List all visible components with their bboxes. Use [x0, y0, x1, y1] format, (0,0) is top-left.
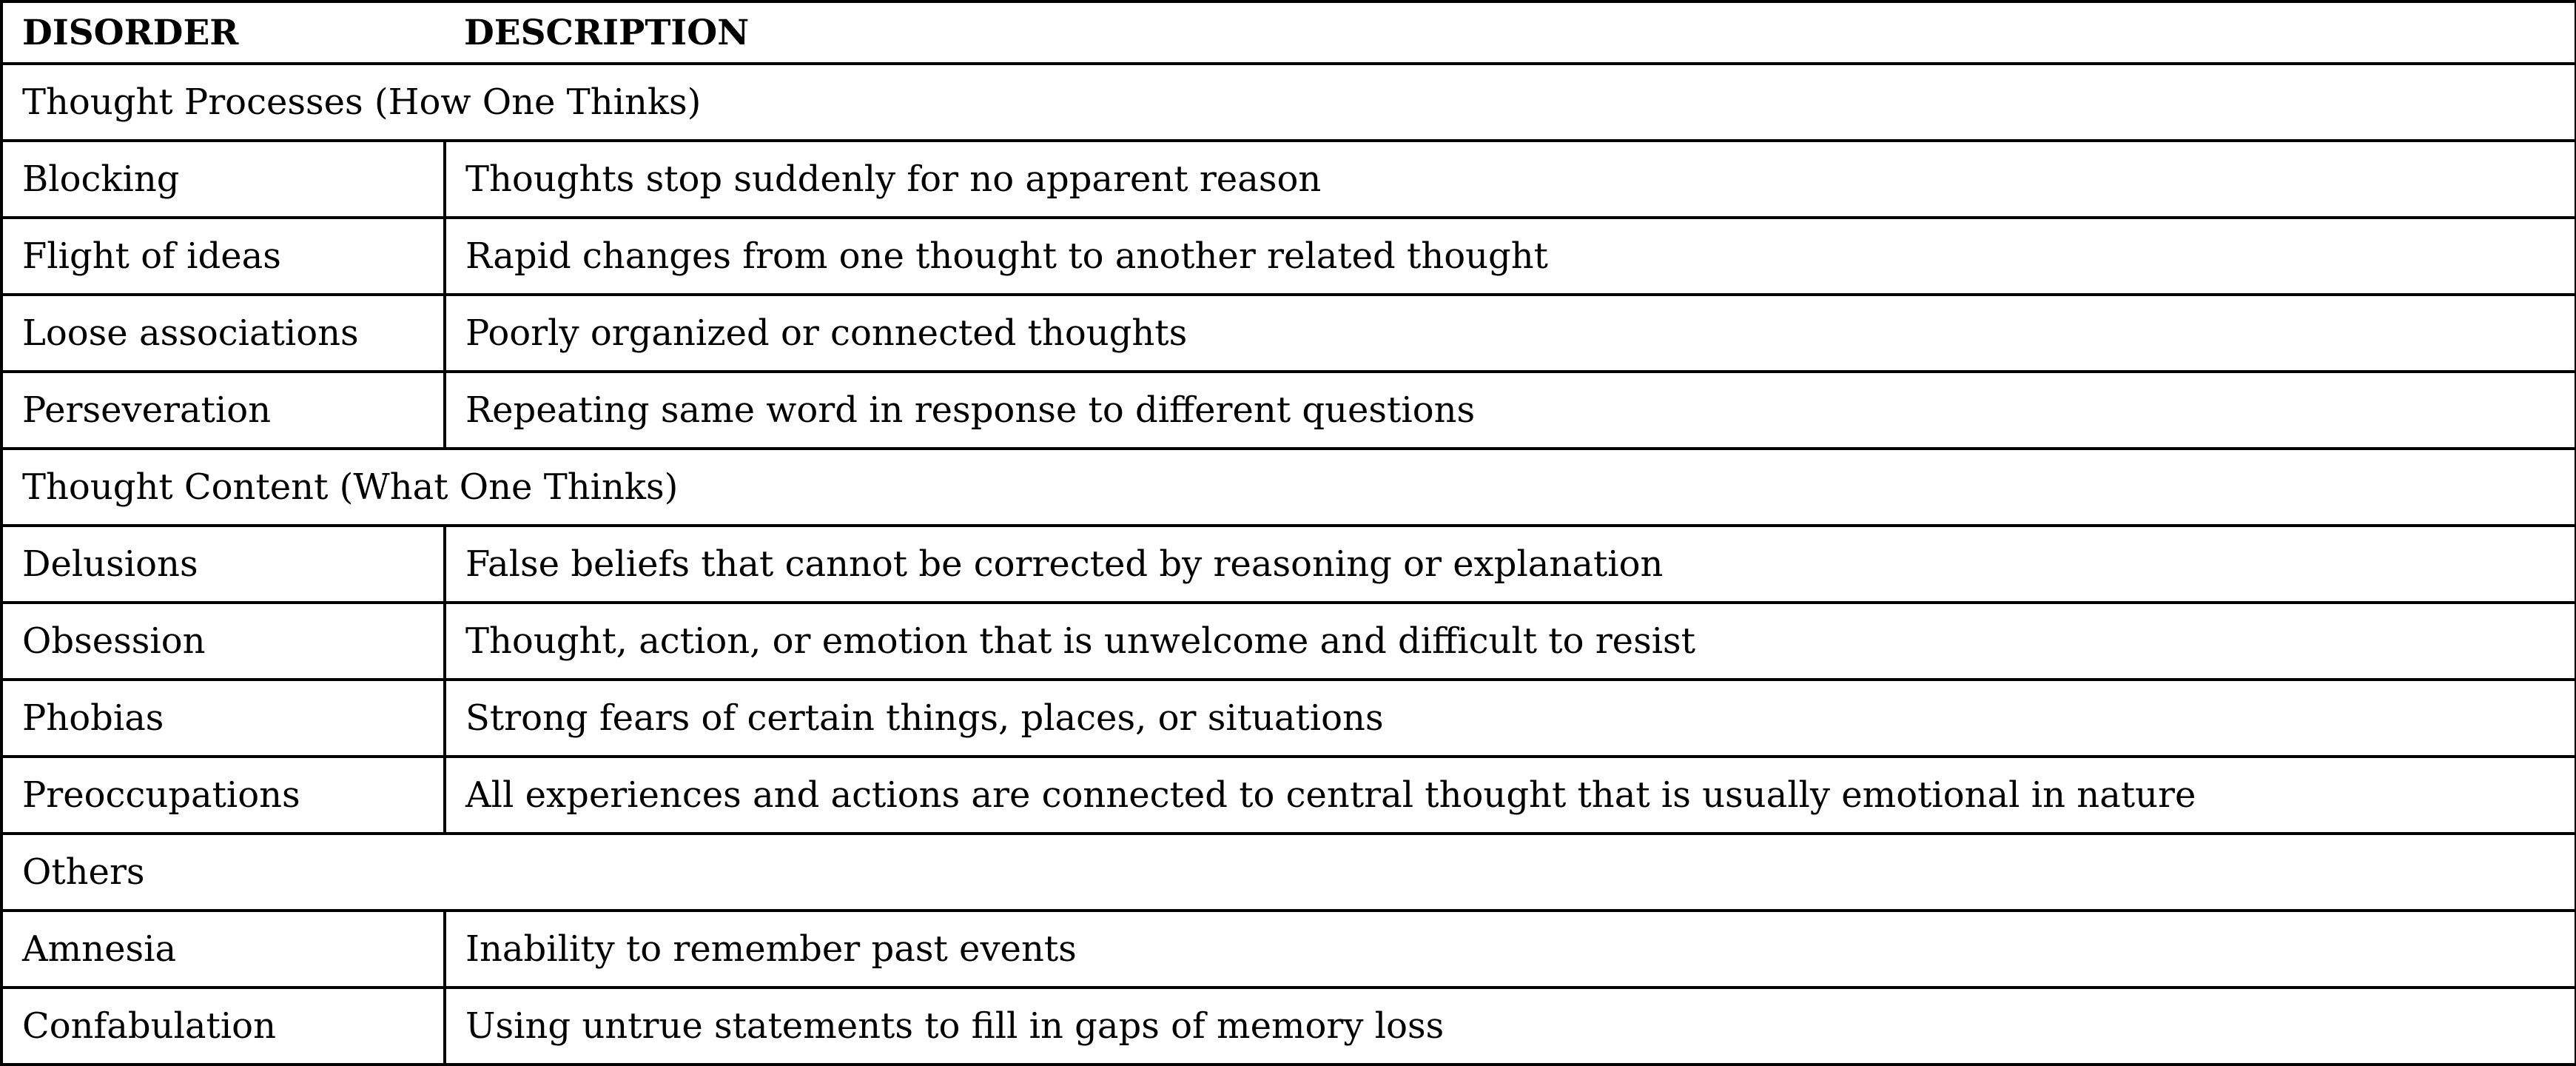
- disorder-cell: Perseveration: [0, 370, 446, 450]
- table-row: Blocking Thoughts stop suddenly for no a…: [0, 139, 2576, 219]
- description-cell: False beliefs that cannot be corrected b…: [443, 524, 2576, 604]
- disorder-cell: Blocking: [0, 139, 446, 219]
- description-cell: Strong fears of certain things, places, …: [443, 678, 2576, 758]
- description-cell: Using untrue statements to fill in gaps …: [443, 986, 2576, 1066]
- description-cell: Poorly organized or connected thoughts: [443, 293, 2576, 373]
- disorder-cell: Amnesia: [0, 909, 446, 989]
- table-row: Amnesia Inability to remember past event…: [0, 909, 2576, 989]
- section-title: Thought Content (What One Thinks): [0, 447, 2576, 527]
- table-row: Preoccupations All experiences and actio…: [0, 755, 2576, 835]
- disorder-cell: Phobias: [0, 678, 446, 758]
- header-disorder: DISORDER: [0, 0, 445, 65]
- disorder-cell: Loose associations: [0, 293, 446, 373]
- table-header: DISORDER DESCRIPTION: [0, 0, 2576, 65]
- description-cell: Thoughts stop suddenly for no apparent r…: [443, 139, 2576, 219]
- section-title: Thought Processes (How One Thinks): [0, 62, 2576, 142]
- header-description: DESCRIPTION: [445, 0, 2576, 65]
- table-row: Delusions False beliefs that cannot be c…: [0, 524, 2576, 604]
- disorder-cell: Delusions: [0, 524, 446, 604]
- description-cell: All experiences and actions are connecte…: [443, 755, 2576, 835]
- description-cell: Repeating same word in response to diffe…: [443, 370, 2576, 450]
- section-row-thought-content: Thought Content (What One Thinks): [0, 447, 2576, 527]
- section-row-thought-processes: Thought Processes (How One Thinks): [0, 62, 2576, 142]
- table-row: Flight of ideas Rapid changes from one t…: [0, 216, 2576, 296]
- description-cell: Inability to remember past events: [443, 909, 2576, 989]
- section-title: Others: [0, 832, 2576, 912]
- table-row: Perseveration Repeating same word in res…: [0, 370, 2576, 450]
- disorder-cell: Flight of ideas: [0, 216, 446, 296]
- section-row-others: Others: [0, 832, 2576, 912]
- table-row: Obsession Thought, action, or emotion th…: [0, 601, 2576, 681]
- disorder-cell: Preoccupations: [0, 755, 446, 835]
- table-row: Loose associations Poorly organized or c…: [0, 293, 2576, 373]
- header-row: DISORDER DESCRIPTION: [0, 0, 2576, 65]
- table-row: Confabulation Using untrue statements to…: [0, 986, 2576, 1066]
- table-body: Thought Processes (How One Thinks) Block…: [0, 62, 2576, 1066]
- description-cell: Rapid changes from one thought to anothe…: [443, 216, 2576, 296]
- disorder-cell: Confabulation: [0, 986, 446, 1066]
- table-row: Phobias Strong fears of certain things, …: [0, 678, 2576, 758]
- description-cell: Thought, action, or emotion that is unwe…: [443, 601, 2576, 681]
- disorder-cell: Obsession: [0, 601, 446, 681]
